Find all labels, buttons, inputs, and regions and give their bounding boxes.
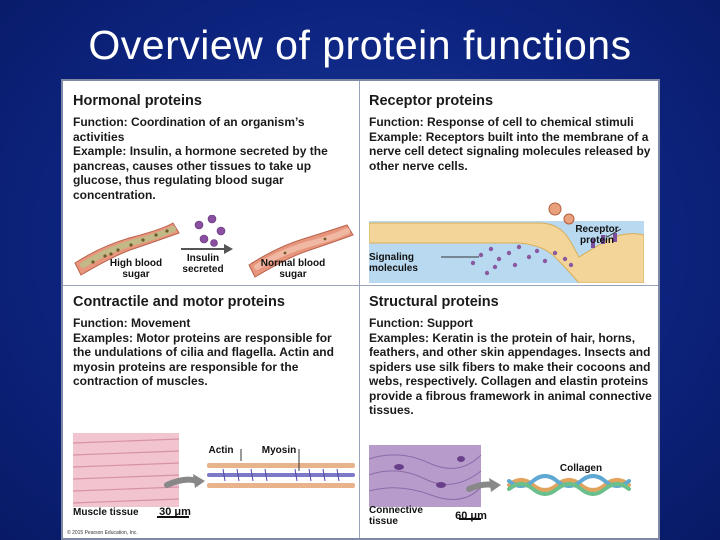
horizontal-divider	[63, 285, 658, 286]
signaling-molecules-icon	[470, 244, 574, 276]
structural-example: Examples: Keratin is the protein of hair…	[369, 330, 652, 418]
slide-title: Overview of protein functions	[88, 22, 632, 68]
muscle-tissue-label: Muscle tissue	[73, 507, 139, 518]
arrow-right-icon	[164, 476, 200, 488]
receptor-protein-icon	[591, 233, 617, 248]
hormonal-function: Function: Coordination of an organism’s …	[73, 115, 305, 144]
arrow-right-icon	[181, 244, 233, 254]
insulin-secreted-label: Insulin secreted	[182, 253, 224, 275]
receptor-title: Receptor proteins	[369, 93, 494, 109]
protein-function-board: Hormonal proteins Function: Coordination…	[61, 79, 660, 540]
collagen-helix-icon	[507, 474, 631, 496]
vertical-divider	[359, 81, 360, 538]
myosin-label: Myosin	[261, 445, 297, 456]
nerve-membrane-icon	[369, 222, 644, 283]
collagen-illustration	[369, 445, 631, 520]
normal-blood-sugar-label: Normal blood sugar	[260, 258, 326, 280]
insulin-molecules-icon	[194, 215, 226, 247]
receptor-protein-label: Receptor protein	[575, 224, 619, 246]
receptor-example: Example: Receptors built into the membra…	[369, 129, 651, 173]
muscle-scale-label: 30 μm	[159, 506, 191, 518]
vesicle-icon	[548, 202, 575, 225]
contractile-panel: Contractile and motor proteins Function:…	[73, 294, 353, 389]
hormonal-example: Example: Insulin, a hormone secreted by …	[73, 144, 328, 202]
receptor-function: Function: Response of cell to chemical s…	[369, 115, 634, 129]
structural-function: Function: Support	[369, 316, 473, 330]
high-blood-sugar-label: High blood sugar	[109, 258, 163, 280]
collagen-label: Collagen	[559, 463, 603, 474]
contractile-function: Function: Movement	[73, 316, 191, 330]
high-blood-sugar-vessel-icon	[74, 222, 180, 276]
contractile-title: Contractile and motor proteins	[73, 294, 285, 310]
muscle-tissue-image	[73, 433, 179, 507]
structural-title: Structural proteins	[369, 294, 499, 310]
connective-tissue-label: Connective tissue	[369, 505, 423, 527]
connective-scale-label: 60 μm	[455, 510, 487, 522]
actin-label: Actin	[208, 445, 234, 456]
contractile-example: Examples: Motor proteins are responsible…	[73, 330, 334, 389]
copyright-notice: © 2015 Pearson Education, Inc.	[67, 530, 138, 536]
structural-panel: Structural proteins Function: Support Ex…	[369, 294, 655, 418]
signaling-molecules-label: Signaling molecules	[369, 252, 418, 274]
muscle-illustration	[73, 433, 355, 518]
actin-myosin-filaments-icon	[207, 463, 355, 488]
receptor-panel: Receptor proteins Function: Response of …	[369, 93, 655, 173]
receptor-illustration	[369, 202, 644, 283]
hormonal-panel: Hormonal proteins Function: Coordination…	[73, 93, 353, 202]
normal-blood-sugar-vessel-icon	[248, 224, 354, 278]
hormonal-title: Hormonal proteins	[73, 93, 202, 109]
insulin-illustration	[74, 215, 354, 278]
